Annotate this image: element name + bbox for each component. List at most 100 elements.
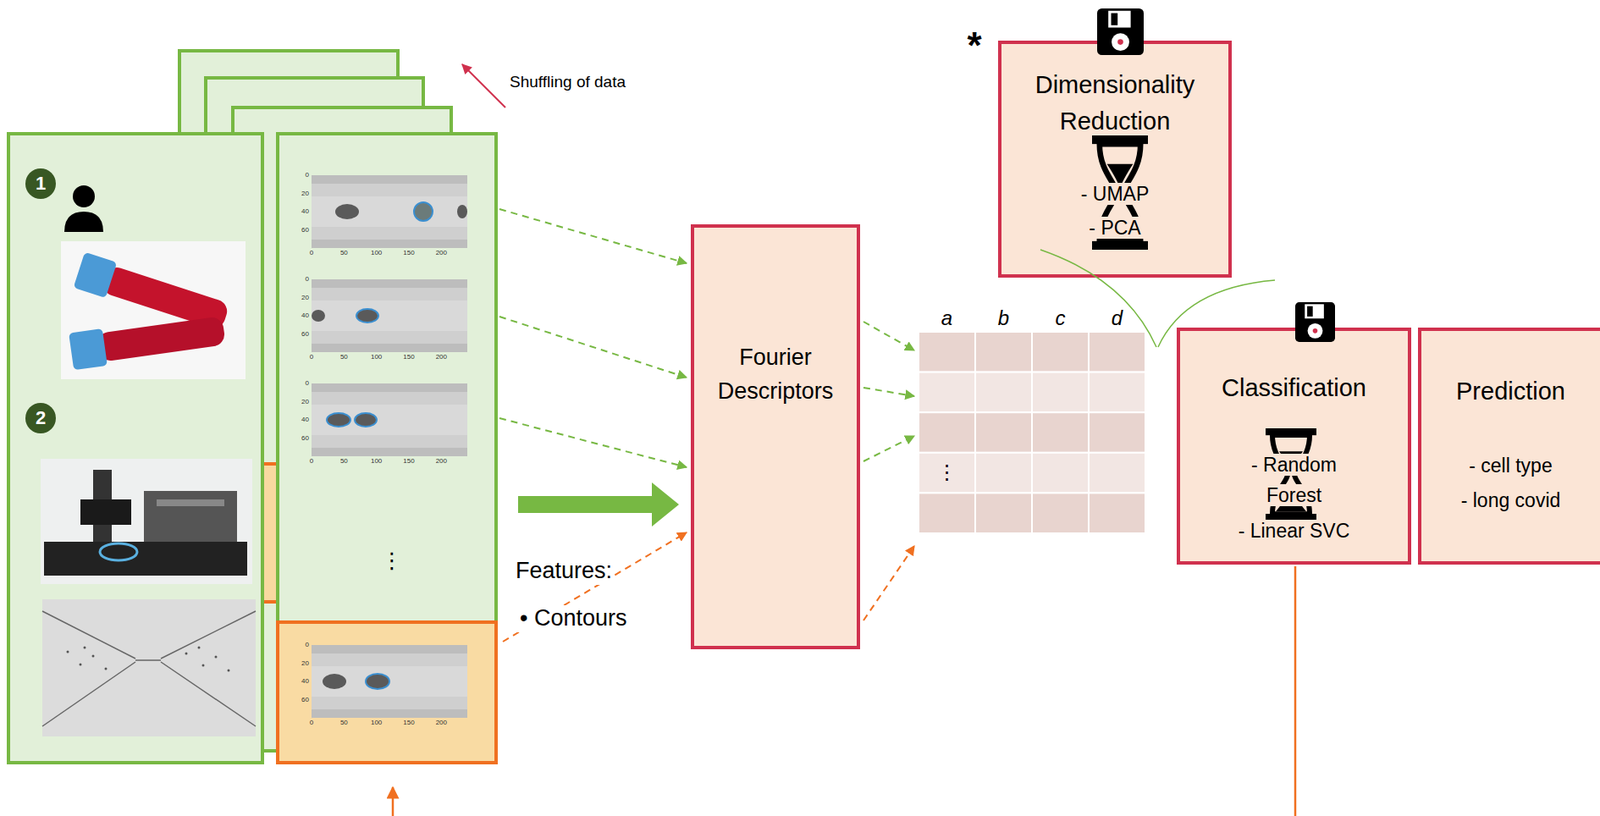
box-item: - long covid	[1458, 489, 1564, 512]
hourglass-icon	[1275, 500, 1307, 513]
feature-table	[1088, 492, 1146, 534]
cell-image	[311, 645, 468, 718]
axis-tick-label: 50	[340, 353, 348, 361]
feature-table	[918, 412, 976, 453]
cell-image	[322, 673, 347, 690]
cell-image	[326, 413, 351, 427]
callout-number: 2	[25, 402, 56, 434]
stacked-panels	[277, 622, 497, 763]
feature-table	[975, 372, 1032, 414]
table-cell: ⋮	[937, 460, 958, 485]
hourglass-icon	[1099, 143, 1141, 242]
text-holder: Dimensionality Reduction	[1001, 66, 1229, 140]
channel-photo	[79, 663, 83, 667]
channel-photo	[135, 659, 161, 662]
save-icon	[1313, 328, 1319, 334]
flow-arrow	[518, 482, 679, 527]
axis-tick-label: 50	[340, 718, 348, 727]
stacked-panels	[8, 133, 263, 763]
cell-image	[311, 196, 468, 227]
feature-table	[1088, 452, 1146, 494]
axis-tick-label: 20	[301, 397, 309, 406]
person-icon	[64, 211, 104, 232]
feature-table	[1088, 331, 1146, 373]
text-holder: Fourier Descriptors	[694, 340, 857, 409]
axis-tick-label: 20	[301, 189, 309, 198]
cell-image	[311, 175, 468, 249]
axis-tick-label: 200	[435, 353, 447, 361]
process-box: Fourier Descriptors	[690, 224, 861, 650]
box-item: - Random Forest	[1248, 453, 1340, 507]
channel-photo	[42, 611, 136, 659]
channel-photo	[104, 667, 108, 671]
axis-tick-label: 40	[301, 207, 309, 216]
save-icon	[1295, 302, 1336, 343]
save-icon	[1111, 33, 1130, 51]
axis-tick-label: 200	[435, 718, 447, 727]
microscope-photo	[40, 458, 253, 585]
channel-photo	[42, 599, 256, 737]
save-icon	[1111, 13, 1119, 26]
axis-tick-label: 0	[305, 640, 309, 649]
box-item: - cell type	[1466, 454, 1555, 477]
note-label: Shuffling of data	[507, 72, 629, 92]
channel-photo	[66, 646, 231, 673]
feature-table	[1088, 412, 1146, 453]
cell-image	[311, 183, 468, 240]
cell-image	[311, 279, 468, 353]
save-icon	[1307, 323, 1324, 339]
cell-image	[335, 204, 359, 220]
axis-tick-label: 0	[305, 171, 309, 179]
flow-arrow	[863, 321, 915, 351]
cell-image	[311, 279, 468, 353]
feature-table	[918, 452, 976, 494]
blood-tubes-photo	[60, 241, 246, 380]
channel-photo	[42, 662, 136, 727]
feature-table	[1031, 452, 1089, 494]
channel-photo	[66, 651, 70, 654]
box-item: - UMAP	[1078, 182, 1153, 205]
microscope-photo	[156, 499, 225, 507]
cell-image	[365, 673, 390, 690]
axis-tick-label: 60	[301, 330, 309, 338]
flow-arrow	[863, 435, 915, 462]
stacked-panels	[8, 50, 497, 763]
column-header: c	[1055, 306, 1066, 331]
hourglass-icon	[1265, 428, 1317, 521]
axis-tick-label: 40	[301, 415, 309, 424]
cell-image	[311, 383, 468, 457]
cell-image	[311, 645, 468, 718]
channel-photo	[202, 664, 205, 668]
person-icon	[64, 185, 104, 232]
process-box: Classification - Random Forest - Linear SV…	[1176, 327, 1412, 565]
axis-tick-label: 100	[370, 718, 382, 727]
feature-table	[918, 331, 976, 373]
box-title: Fourier Descriptors	[715, 344, 837, 404]
asterisk-mark: *	[966, 24, 982, 68]
flow-arrow	[1294, 566, 1297, 816]
axis-tick-label: 100	[370, 248, 382, 257]
microscope-photo	[143, 491, 238, 542]
text-holder: Prediction	[1421, 375, 1600, 407]
axis-tick-label: 20	[301, 659, 309, 668]
axis-tick-label: 40	[301, 311, 309, 320]
output-box: Prediction - cell type - long covid	[1417, 327, 1600, 565]
flow-arrow	[462, 64, 506, 108]
cell-image	[311, 383, 468, 457]
text-holder: Classification	[1180, 372, 1408, 403]
channel-photo	[42, 599, 256, 737]
blood-tubes-photo	[73, 252, 118, 298]
cell-image	[311, 175, 468, 249]
box-item: - Linear SVC	[1235, 519, 1353, 542]
axis-tick-label: 150	[402, 718, 414, 727]
box-item: - PCA	[1086, 216, 1143, 239]
optional-link	[1158, 280, 1275, 348]
optional-link	[1040, 249, 1157, 348]
text-holder: - Linear SVC	[1230, 515, 1358, 547]
flow-arrow	[499, 316, 687, 378]
text-holder: - long covid	[1421, 485, 1600, 515]
axis-tick-label: 60	[301, 695, 309, 704]
text-holder: - PCA	[1001, 215, 1229, 240]
cell-image	[311, 309, 326, 322]
